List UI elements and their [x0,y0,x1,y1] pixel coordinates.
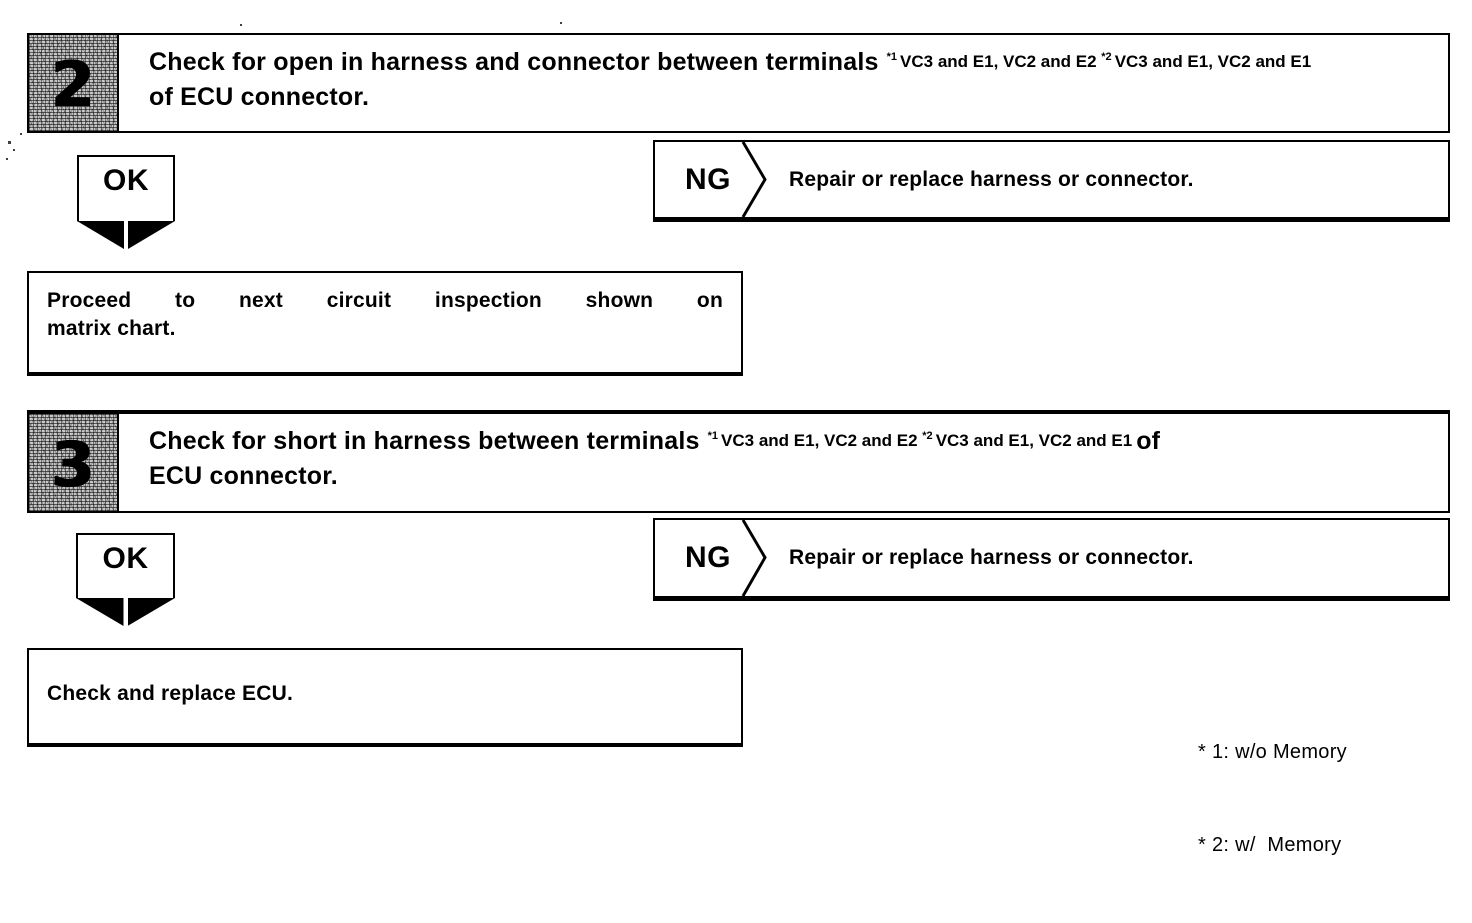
step-2-title-area: Check for open in harness and connector … [119,35,1448,131]
step-3-ok-result-line1: Check and replace ECU. [47,682,293,705]
step-2-note-1-marker: *1 [886,51,898,64]
scan-speckle [560,22,562,24]
step-3-note-2-text: VC3 and E1, VC2 and E1 [935,431,1133,451]
footnote-legend-line-1: * 1: w/o Memory [1198,741,1347,763]
chevron-right-icon [737,520,771,596]
step-3-title-after: of [1136,427,1161,455]
step-2-note-2-text: VC3 and E1, VC2 and E1 [1114,52,1312,72]
step-3-ok-result-box: Check and replace ECU. [27,648,743,747]
step-3-ng-box: NG Repair or replace harness or connecto… [653,518,1450,601]
step-2-header: 2 Check for open in harness and connecto… [27,33,1450,133]
step-3-title: Check for short in harness between termi… [149,424,1440,493]
step-2-ok-result-text: Proceed to next circuit inspection shown… [29,273,741,344]
step-2-ok-arrow: OK [77,155,175,221]
step-2-title-line2: of ECU connector. [149,82,370,111]
step-2-title: Check for open in harness and connector … [149,45,1440,114]
step-2-ok-label: OK [103,164,149,197]
step-3-title-area: Check for short in harness between termi… [119,414,1448,511]
step-3-number: 3 [51,427,95,501]
step-3-ok-result-text: Check and replace ECU. [29,650,741,708]
scan-speckle [20,133,22,135]
step-2-title-before: Check for open in harness and connector … [149,48,879,76]
scan-speckle [240,24,242,26]
step-2-number: 2 [51,48,95,121]
step-3-note-1-marker: *1 [707,430,719,443]
step-3-note-1-text: VC3 and E1, VC2 and E2 [721,431,918,451]
step-3-ng-action: Repair or replace harness or connector. [789,546,1194,569]
step-3-ok-arrow: OK [76,533,175,598]
step-3-ng-label: NG [685,541,731,574]
step-2-ng-label: NG [685,162,731,196]
step-2-note-1-text: VC3 and E1, VC2 and E2 [900,52,1097,72]
scan-speckle [8,141,11,144]
scan-speckle [13,149,15,151]
step-2-ng-action: Repair or replace harness or connector. [789,167,1194,191]
step-2-ng-box: NG Repair or replace harness or connecto… [653,140,1450,222]
scan-speckle [6,158,8,160]
step-3-title-line2: ECU connector. [149,461,338,490]
step-2-ok-result-box: Proceed to next circuit inspection shown… [27,271,743,376]
chevron-right-icon [737,142,771,217]
flowchart-page: 2 Check for open in harness and connecto… [0,0,1472,754]
step-3-title-before: Check for short in harness between termi… [149,427,700,455]
step-2-number-plate: 2 [29,35,119,131]
footnote-legend-line-2: * 2: w/ Memory [1198,834,1342,856]
step-3-note-2-marker: *2 [922,430,933,443]
step-2-ok-result-line1: Proceed to next circuit inspection shown… [47,289,723,312]
step-3-number-plate: 3 [29,414,119,511]
footnote-legend: * 1: w/o Memory * 2: w/ Memory [1198,675,1347,923]
step-2-ok-result-line2: matrix chart. [47,317,176,341]
step-3-header: 3 Check for short in harness between ter… [27,410,1450,513]
step-2-note-2-marker: *2 [1101,51,1112,64]
step-3-ok-label: OK [102,541,149,575]
